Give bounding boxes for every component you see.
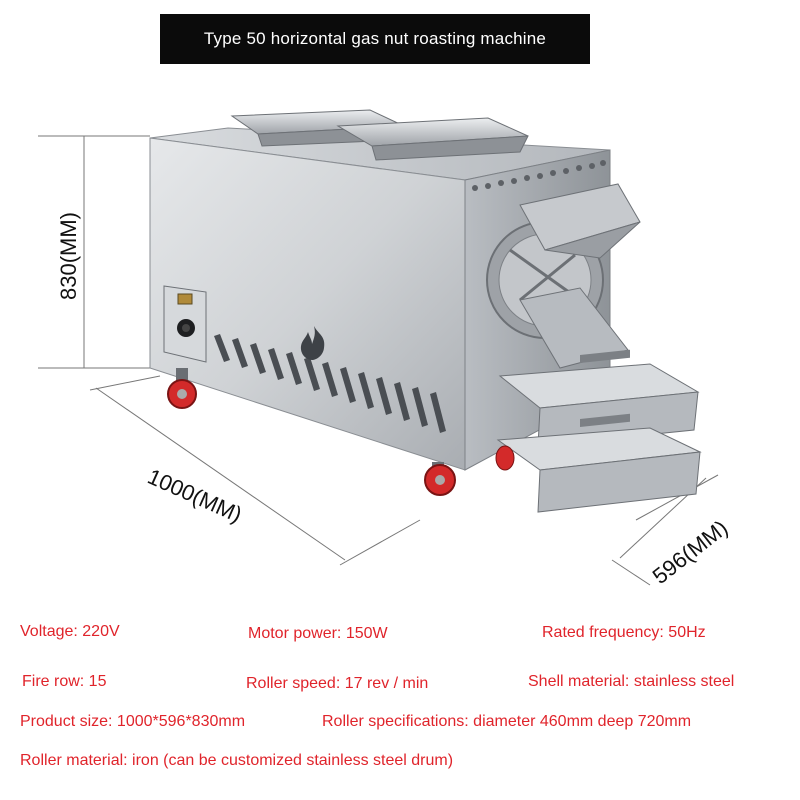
spec-rated-frequency: Rated frequency: 50Hz xyxy=(542,624,706,641)
top-tray-right xyxy=(336,117,529,161)
spec-fire-row: Fire row: 15 xyxy=(22,673,107,690)
spec-product-size: Product size: 1000*596*830mm xyxy=(20,713,246,730)
spec-roller-specifications: Roller specifications: diameter 460mm de… xyxy=(322,713,692,730)
height-dimension: 830(MM) xyxy=(38,135,150,369)
spec-shell-material: Shell material: stainless steel xyxy=(528,673,735,690)
lower-drawer xyxy=(496,413,702,513)
length-label: 1000(MM) xyxy=(144,464,246,528)
control-knob-icon xyxy=(177,319,195,337)
wheel-icon xyxy=(424,462,456,496)
height-label: 830(MM) xyxy=(56,212,81,300)
spec-roller-speed: Roller speed: 17 rev / min xyxy=(246,675,429,692)
width-label: 596(MM) xyxy=(648,515,733,589)
roller-drum xyxy=(486,183,641,369)
spec-roller-material: Roller material: iron (can be customized… xyxy=(20,752,454,769)
page-title: Type 50 horizontal gas nut roasting mach… xyxy=(160,14,590,64)
control-panel xyxy=(163,285,207,363)
spec-voltage: Voltage: 220V xyxy=(20,623,120,640)
machine-body xyxy=(149,109,702,513)
flame-icon xyxy=(300,326,325,360)
wheel-icon xyxy=(167,368,197,409)
spec-motor-power: Motor power: 150W xyxy=(248,625,388,642)
wheel-icon xyxy=(495,445,515,471)
